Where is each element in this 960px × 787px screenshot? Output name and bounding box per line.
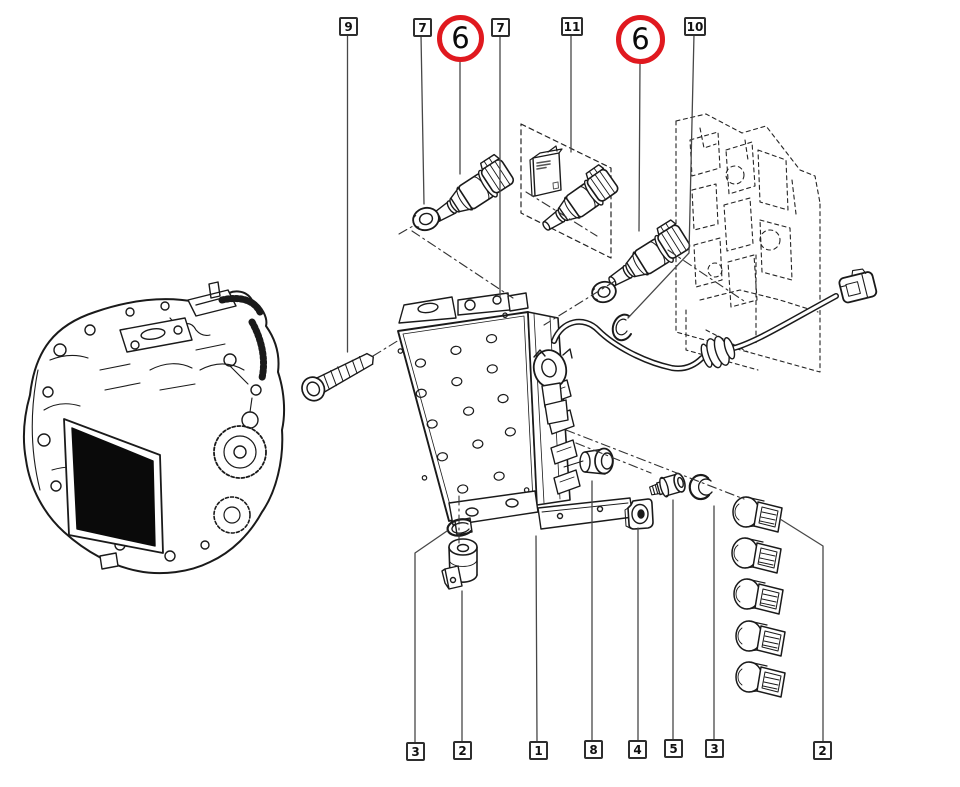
bolt-9-illustration bbox=[298, 346, 379, 404]
snap-ring-3a-illustration bbox=[448, 519, 471, 535]
callout-5[interactable]: 5 bbox=[664, 739, 683, 758]
centerlines bbox=[373, 192, 744, 546]
valve-body-illustration bbox=[395, 293, 633, 535]
leader-lines bbox=[348, 34, 824, 742]
callout-6b-highlighted[interactable]: 6 bbox=[616, 15, 665, 64]
callout-6a-highlighted[interactable]: 6 bbox=[437, 15, 484, 62]
highlighted-panel bbox=[64, 419, 163, 569]
callout-10[interactable]: 10 bbox=[684, 17, 706, 36]
callout-2b[interactable]: 2 bbox=[813, 741, 832, 760]
callout-3a[interactable]: 3 bbox=[406, 742, 425, 761]
harness-connector bbox=[837, 266, 877, 303]
kit-box-11 bbox=[521, 124, 611, 258]
instruction-leaflet bbox=[530, 146, 562, 196]
callout-1[interactable]: 1 bbox=[529, 741, 548, 760]
bolt-5-illustration bbox=[648, 472, 687, 501]
callout-4[interactable]: 4 bbox=[628, 740, 647, 759]
accumulator-2a-illustration bbox=[442, 539, 477, 589]
callout-8[interactable]: 8 bbox=[584, 740, 603, 759]
gearbox-illustration bbox=[24, 282, 284, 573]
clip-10-illustration bbox=[613, 315, 631, 340]
callout-7b[interactable]: 7 bbox=[491, 18, 510, 37]
solenoid-connector-stack bbox=[731, 496, 786, 698]
callout-11[interactable]: 11 bbox=[561, 17, 583, 36]
grommet bbox=[698, 333, 738, 371]
harness-cable bbox=[554, 266, 877, 371]
callout-9[interactable]: 9 bbox=[339, 17, 358, 36]
plug-8-illustration bbox=[564, 449, 613, 475]
circlip-3b-illustration bbox=[690, 475, 712, 499]
callout-2a[interactable]: 2 bbox=[453, 741, 472, 760]
nut-4-illustration bbox=[625, 499, 653, 529]
washer-7a-illustration bbox=[409, 204, 443, 234]
callout-3b[interactable]: 3 bbox=[705, 739, 724, 758]
phantom-housing bbox=[676, 114, 820, 372]
callout-7a[interactable]: 7 bbox=[413, 18, 432, 37]
